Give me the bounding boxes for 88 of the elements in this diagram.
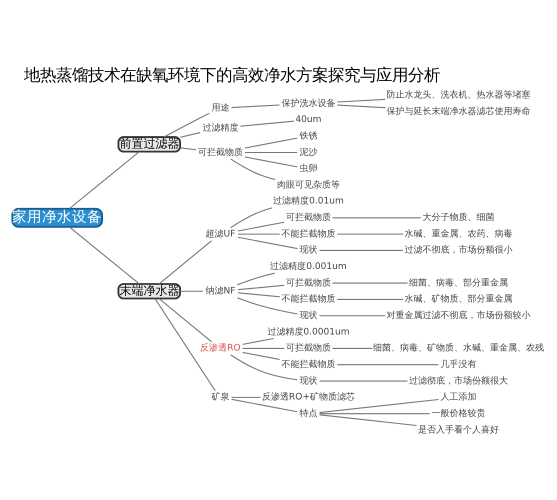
node-box: 前置过滤器 bbox=[118, 136, 181, 152]
connector bbox=[337, 234, 404, 235]
connector bbox=[244, 156, 298, 168]
node-text: 可拦截物质 bbox=[286, 344, 331, 354]
node-text: 虫卵 bbox=[299, 164, 318, 174]
connector bbox=[242, 348, 284, 349]
connector bbox=[244, 138, 298, 149]
node-text: 可拦截物质 bbox=[198, 148, 243, 158]
connector bbox=[180, 132, 200, 138]
node-text: 过滤精度0.01um bbox=[273, 196, 344, 207]
connector bbox=[320, 380, 408, 382]
node-text: 防止水龙头、洗衣机、热水器等堵塞 bbox=[386, 90, 531, 101]
node-text: 一般价格较贵 bbox=[432, 408, 486, 419]
node-text: 几乎没有 bbox=[440, 360, 477, 370]
node-text: 铁锈 bbox=[299, 131, 318, 142]
connector bbox=[180, 290, 203, 292]
node-text: 不能拦截物质 bbox=[281, 360, 336, 370]
node-text: 不能拦截物质 bbox=[281, 229, 336, 240]
node-text: 矿泉 bbox=[211, 392, 230, 403]
connector bbox=[238, 292, 280, 298]
connector bbox=[237, 272, 275, 286]
connector bbox=[242, 338, 274, 345]
diagram-title: 地热蒸馏技术在缺氧环境下的高效净水方案探究与应用分析 bbox=[24, 65, 440, 84]
node-text: 过滤精度 bbox=[202, 123, 238, 134]
node-text: 现状 bbox=[299, 311, 318, 322]
connector bbox=[319, 398, 439, 414]
node-text: 超滤UF bbox=[206, 229, 236, 240]
node-text: 可拦截物质 bbox=[286, 278, 331, 288]
connector bbox=[337, 364, 438, 366]
connector bbox=[232, 104, 280, 108]
node-text: 过滤精度0.0001um bbox=[267, 327, 350, 338]
connector bbox=[164, 112, 210, 138]
connector bbox=[232, 396, 260, 398]
node-text: 反渗透RO bbox=[200, 344, 241, 354]
node-text: 纳滤NF bbox=[205, 286, 236, 297]
node-text: 人工添加 bbox=[440, 392, 477, 403]
node-text: 反渗透RO+矿物质滤芯 bbox=[262, 392, 355, 403]
connector bbox=[242, 352, 280, 360]
node-text: 不能拦截物质 bbox=[281, 294, 336, 305]
connector bbox=[231, 398, 298, 412]
node-text: 是否入手看个人喜好 bbox=[418, 425, 500, 436]
node-text: 水碱、重金属、农药、病毒 bbox=[404, 229, 513, 240]
connector bbox=[332, 282, 408, 284]
connector bbox=[337, 298, 404, 300]
node-text: 过滤精度0.001um bbox=[270, 262, 347, 272]
connector bbox=[158, 298, 212, 342]
node-text: 过滤不彻底，市场份额很小 bbox=[404, 246, 513, 256]
connector bbox=[237, 297, 298, 315]
connector bbox=[238, 234, 280, 235]
connector bbox=[320, 315, 386, 316]
connector bbox=[320, 413, 430, 414]
node-text: 保护洗水设备 bbox=[281, 98, 336, 109]
node-text: 现状 bbox=[299, 376, 318, 386]
connector bbox=[332, 217, 421, 218]
node-text: 特点 bbox=[299, 408, 318, 419]
connector bbox=[180, 147, 196, 150]
node-text: 保护与延长末端净水器滤芯使用寿命 bbox=[386, 106, 531, 117]
node-text: 用途 bbox=[211, 103, 230, 114]
connector bbox=[244, 152, 298, 154]
connector bbox=[238, 236, 298, 250]
node-text: 水碱、矿物质、部分重金属 bbox=[404, 294, 513, 305]
node-text: 泥沙 bbox=[299, 148, 318, 158]
node-text: 细菌、病毒、矿物质、水碱、重金属、农残 bbox=[373, 344, 544, 354]
node-text: 对重金属过滤不彻底，市场份额较小 bbox=[386, 311, 531, 322]
connector bbox=[69, 151, 140, 209]
connector bbox=[69, 226, 140, 284]
connector bbox=[238, 222, 284, 232]
connector bbox=[230, 207, 272, 228]
connector bbox=[332, 348, 372, 349]
node-text: 40um bbox=[295, 115, 322, 126]
node-text: 肉眼可见杂质等 bbox=[276, 180, 340, 190]
node-text: 现状 bbox=[299, 246, 318, 256]
connector bbox=[230, 354, 298, 380]
node-text: 可拦截物质 bbox=[286, 213, 331, 224]
connector bbox=[154, 298, 216, 392]
connector bbox=[158, 240, 212, 284]
connector bbox=[337, 104, 386, 108]
connector bbox=[238, 284, 284, 290]
connector bbox=[319, 414, 417, 426]
node-box: 家用净水设备 bbox=[11, 208, 104, 228]
node-box: 末端净水器 bbox=[118, 283, 181, 300]
connector bbox=[240, 120, 294, 127]
connector bbox=[337, 98, 386, 103]
node-text: 大分子物质、细菌 bbox=[422, 213, 495, 224]
connector bbox=[230, 158, 276, 180]
node-text: 过滤彻底，市场份额很大 bbox=[409, 376, 508, 386]
node-text: 细菌、病毒、部分重金属 bbox=[409, 278, 508, 288]
connector bbox=[320, 250, 403, 251]
